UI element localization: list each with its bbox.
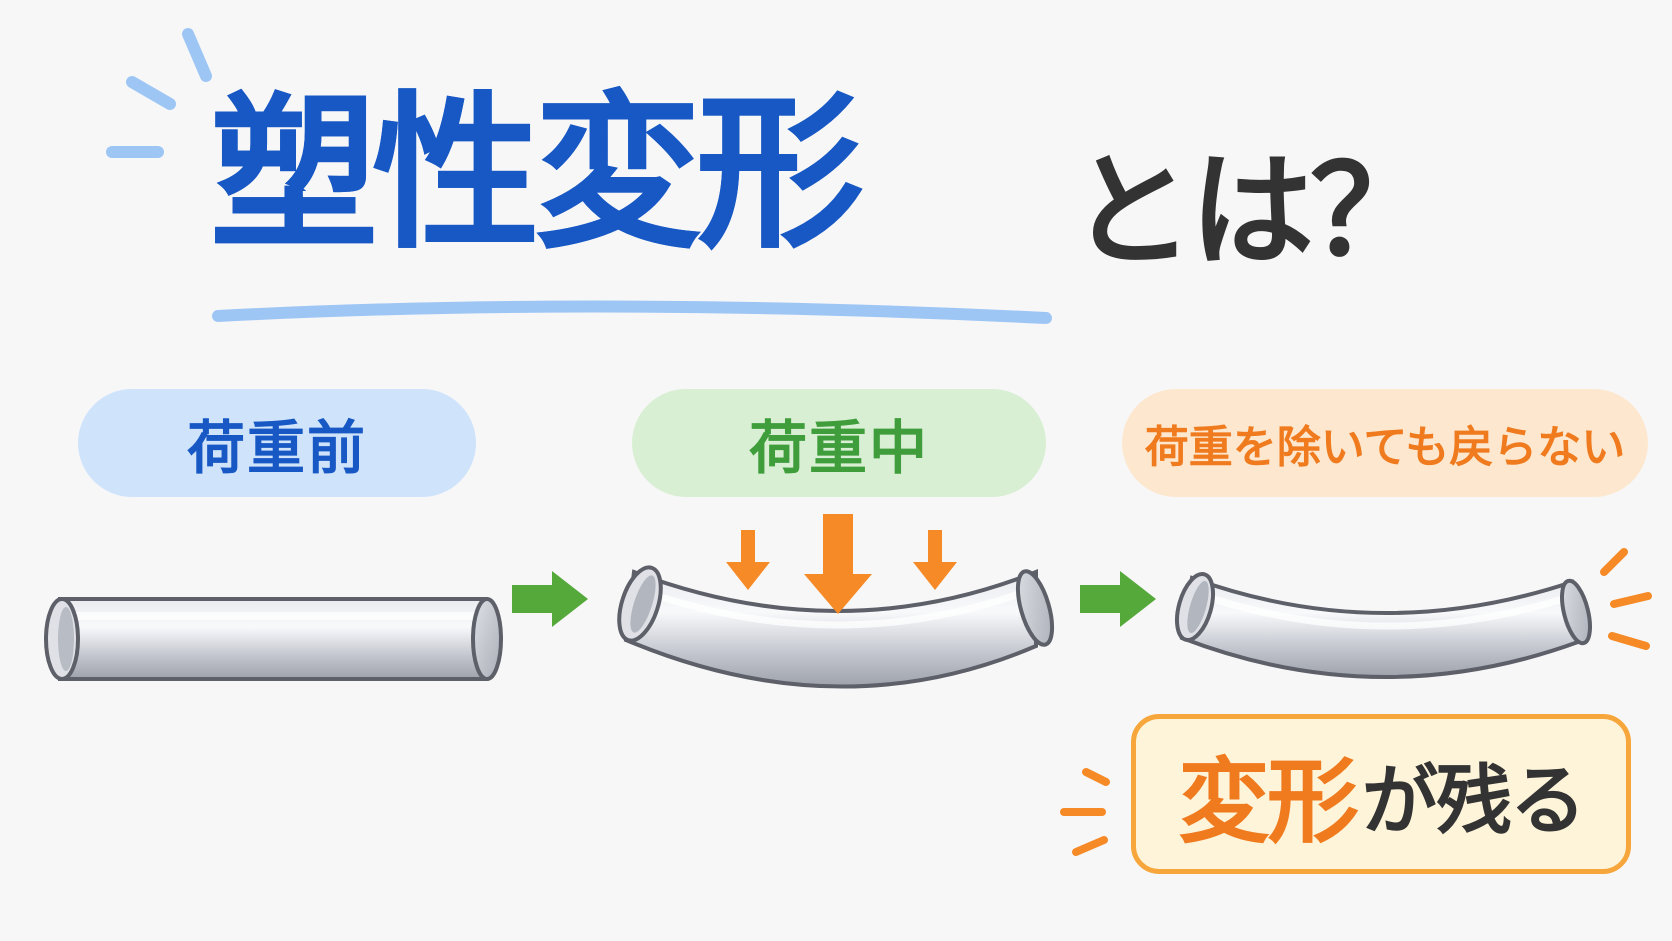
sparkle-lines-left [106, 28, 212, 158]
stage-label-during: 荷重中 [632, 389, 1046, 497]
arrow-right-icon [512, 571, 588, 627]
title-suffix: とは？ [1070, 140, 1434, 284]
callout-box: 変形 が残る [1131, 714, 1631, 874]
stage-label-after: 荷重を除いても戻らない [1122, 389, 1648, 497]
callout-rest: が残る [1362, 756, 1586, 845]
bending-pipe [617, 565, 1055, 689]
sparkle-lines-pipe [1600, 548, 1652, 650]
down-arrow-icon [804, 514, 872, 614]
sparkle-lines-callout [1060, 768, 1110, 856]
title-main: 塑性変形 [210, 76, 864, 272]
stage-label-before: 荷重前 [78, 389, 476, 497]
title-underline [212, 300, 1052, 324]
title: 塑性変形 とは？ [210, 70, 1510, 300]
straight-pipe [44, 597, 503, 681]
down-arrow-icon [913, 530, 957, 590]
callout-strong: 変形 [1177, 748, 1359, 856]
down-arrow-icon [726, 530, 770, 590]
deformed-pipe [1174, 572, 1592, 680]
load-arrows [726, 514, 957, 614]
arrow-right-icon [1080, 571, 1156, 627]
